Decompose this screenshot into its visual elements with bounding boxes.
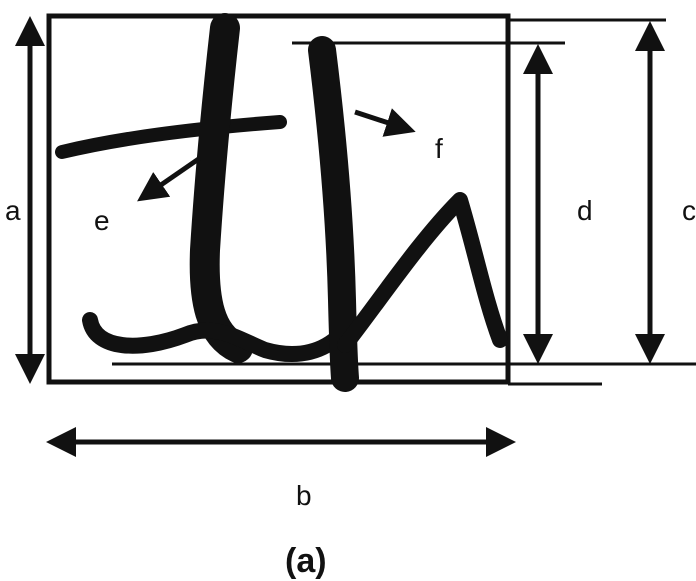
figure-caption: (a) — [285, 542, 327, 580]
pointer-arrow-f — [354, 108, 416, 137]
label-c: c — [682, 195, 696, 226]
label-d: d — [577, 195, 593, 226]
label-e: e — [94, 205, 110, 236]
handwriting-th — [55, 13, 508, 392]
label-f: f — [435, 133, 443, 164]
pointer-arrow-e — [137, 155, 202, 202]
label-a: a — [5, 195, 21, 226]
bounding-box — [46, 13, 511, 385]
label-b: b — [296, 480, 312, 511]
